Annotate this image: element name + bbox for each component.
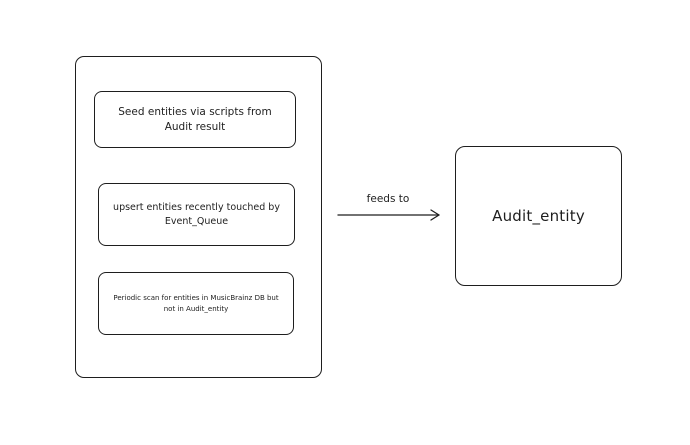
step-seed-entities-label: Seed entities via scripts from Audit res…	[118, 105, 272, 133]
step-upsert-entities: upsert entities recently touched by Even…	[98, 183, 295, 246]
edge-label: feeds to	[366, 193, 410, 205]
step-upsert-entities-label: upsert entities recently touched by Even…	[113, 202, 280, 227]
step-seed-entities: Seed entities via scripts from Audit res…	[94, 91, 296, 148]
arrow-head	[430, 209, 440, 221]
step-periodic-scan-label: Periodic scan for entities in MusicBrain…	[113, 294, 279, 313]
target-audit-entity: Audit_entity	[455, 146, 622, 286]
target-audit-entity-label: Audit_entity	[492, 206, 585, 225]
step-periodic-scan: Periodic scan for entities in MusicBrain…	[98, 272, 294, 335]
feeds-arrow	[337, 209, 440, 221]
